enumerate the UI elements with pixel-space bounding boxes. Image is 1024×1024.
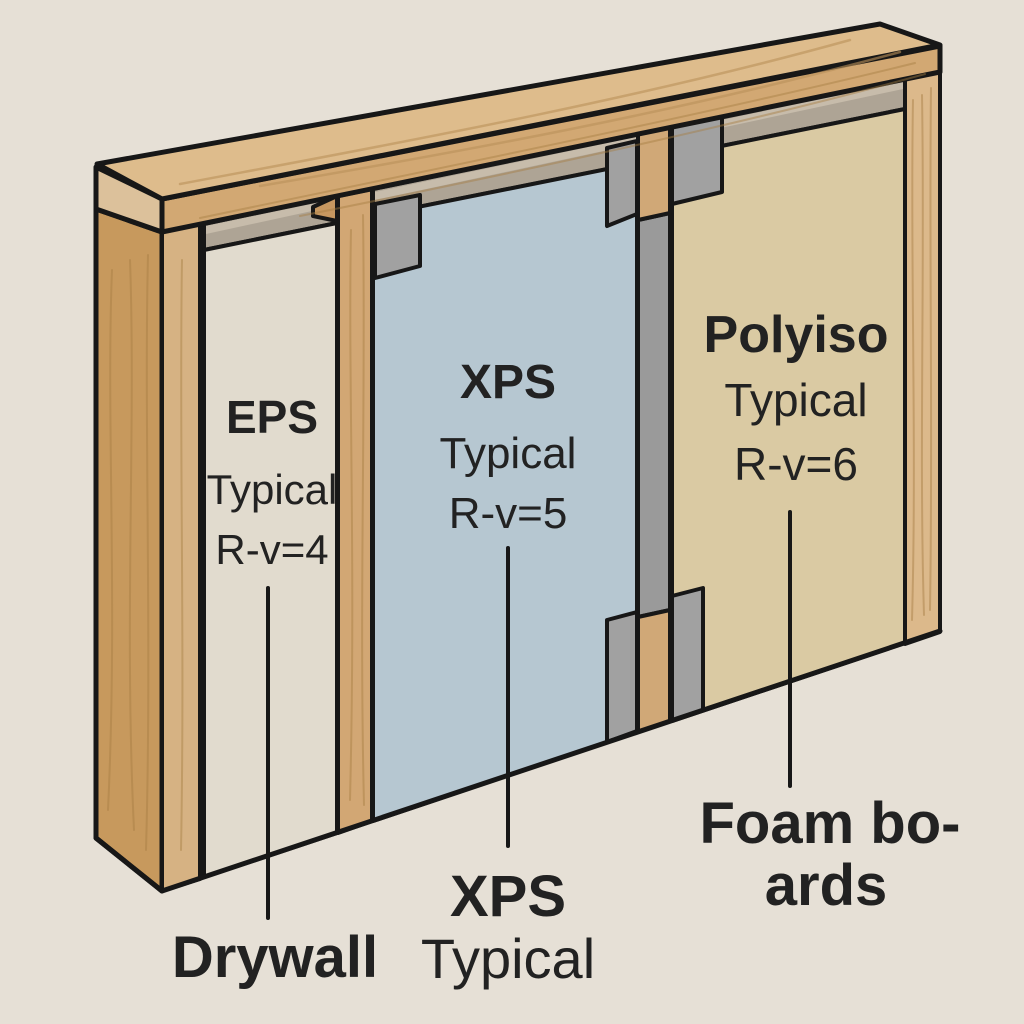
paper-texture-overlay (0, 0, 1024, 1024)
insulation-diagram-stage: EPS Typical R-v=4 XPS Typical R-v=5 Poly… (0, 0, 1024, 1024)
insulation-wall-diagram: EPS Typical R-v=4 XPS Typical R-v=5 Poly… (0, 0, 1024, 1024)
